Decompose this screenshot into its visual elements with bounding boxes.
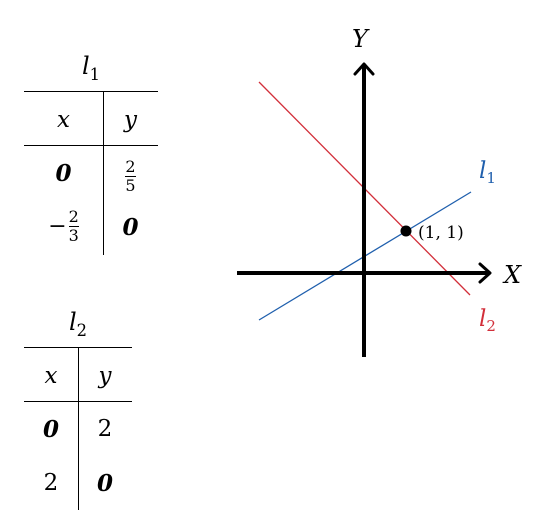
table-l1-top-rule — [24, 91, 158, 92]
table-l1-row1-x: 0 — [55, 160, 72, 187]
table-l1-divider — [103, 91, 104, 255]
table-l1-title: l1 — [81, 52, 101, 84]
table-l1-header-y: y — [124, 107, 137, 133]
intersection-label: (1, 1) — [418, 223, 464, 243]
x-axis-arrow — [478, 262, 492, 284]
table-l2-row2-y: 0 — [96, 470, 113, 497]
table-l2-row1-x: 0 — [42, 416, 59, 443]
table-l2-divider — [78, 347, 79, 510]
table-l1-row2-y: 0 — [122, 214, 139, 241]
table-l2-row2-x: 2 — [43, 470, 59, 496]
line-l1-label: l1 — [479, 158, 496, 187]
table-l2-row1-y: 2 — [97, 416, 113, 442]
y-axis-label: Y — [352, 25, 370, 53]
table-l2-header-rule — [24, 401, 132, 402]
table-l1-header-rule — [24, 145, 158, 146]
x-axis-label: X — [502, 261, 522, 289]
table-l2-header-y: y — [98, 363, 112, 389]
table-l1-header-x: x — [57, 107, 70, 133]
y-axis-arrow — [353, 62, 375, 76]
intersection-point — [400, 225, 412, 237]
line-l2-label: l2 — [479, 306, 496, 335]
table-l2-header-x: x — [44, 363, 58, 389]
table-l2-title: l2 — [68, 308, 88, 340]
